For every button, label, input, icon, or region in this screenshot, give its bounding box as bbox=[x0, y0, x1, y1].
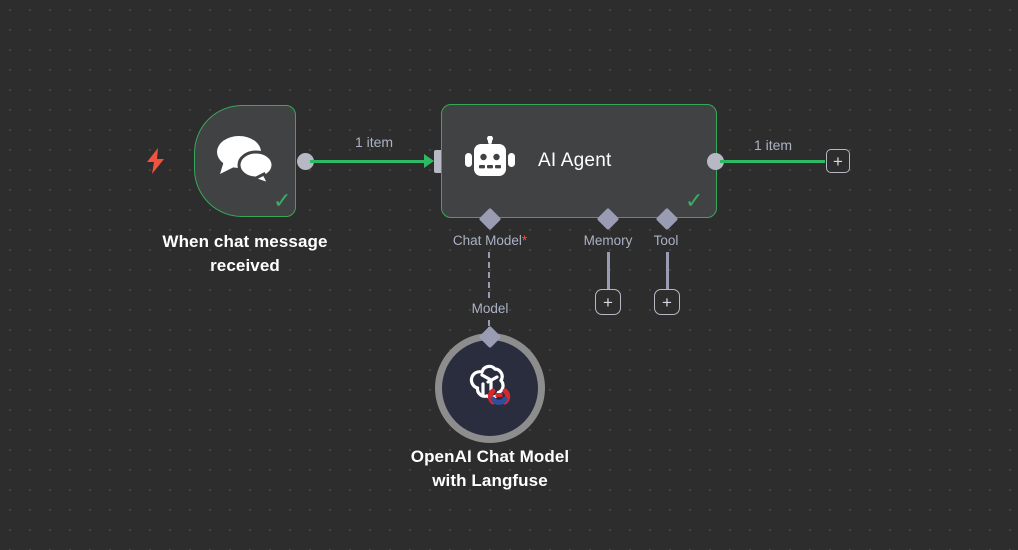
add-node-button-memory[interactable]: + bbox=[595, 289, 621, 315]
connection-label-model: Model bbox=[471, 301, 509, 316]
connection-trigger-to-agent[interactable] bbox=[310, 160, 426, 163]
lightning-bolt-icon bbox=[146, 148, 166, 174]
connection-chat-model-upper[interactable] bbox=[488, 252, 490, 298]
required-marker-chat-model: * bbox=[521, 233, 528, 248]
robot-icon bbox=[464, 135, 516, 187]
connection-agent-output[interactable] bbox=[720, 160, 825, 163]
agent-status-check-icon: ✓ bbox=[685, 188, 704, 213]
trigger-output-port[interactable] bbox=[297, 153, 314, 170]
sub-port-label-chat-model-text: Chat Model bbox=[452, 233, 522, 248]
node-ai-agent[interactable]: AI Agent bbox=[441, 104, 717, 218]
sub-port-label-tool: Tool bbox=[653, 233, 679, 248]
node-title-trigger: When chat message received bbox=[162, 232, 328, 275]
sub-port-label-memory: Memory bbox=[583, 233, 633, 248]
connection-memory[interactable] bbox=[607, 252, 610, 290]
connection-label-trigger-to-agent: 1 item bbox=[354, 134, 394, 150]
trigger-status-check-icon: ✓ bbox=[273, 188, 292, 213]
agent-input-port[interactable] bbox=[434, 150, 443, 173]
node-openai-chat-model[interactable] bbox=[435, 333, 545, 443]
openai-langfuse-icon bbox=[462, 358, 518, 419]
node-when-chat-message-received[interactable] bbox=[194, 105, 296, 217]
add-node-button-output[interactable]: + bbox=[826, 149, 850, 173]
chat-bubbles-icon bbox=[214, 133, 276, 190]
connection-label-agent-output: 1 item bbox=[753, 137, 793, 153]
langfuse-badge bbox=[487, 388, 511, 405]
node-title-ai-agent: AI Agent bbox=[538, 150, 612, 171]
sub-port-label-chat-model: Chat Model* bbox=[430, 233, 550, 248]
node-title-openai: OpenAI Chat Model with Langfuse bbox=[375, 445, 605, 493]
add-node-button-tool[interactable]: + bbox=[654, 289, 680, 315]
connection-arrow-icon bbox=[424, 154, 434, 168]
agent-output-port[interactable] bbox=[707, 153, 724, 170]
node-title-openai-line2: with Langfuse bbox=[432, 471, 548, 490]
connection-tool[interactable] bbox=[666, 252, 669, 290]
node-title-openai-line1: OpenAI Chat Model bbox=[410, 447, 570, 466]
